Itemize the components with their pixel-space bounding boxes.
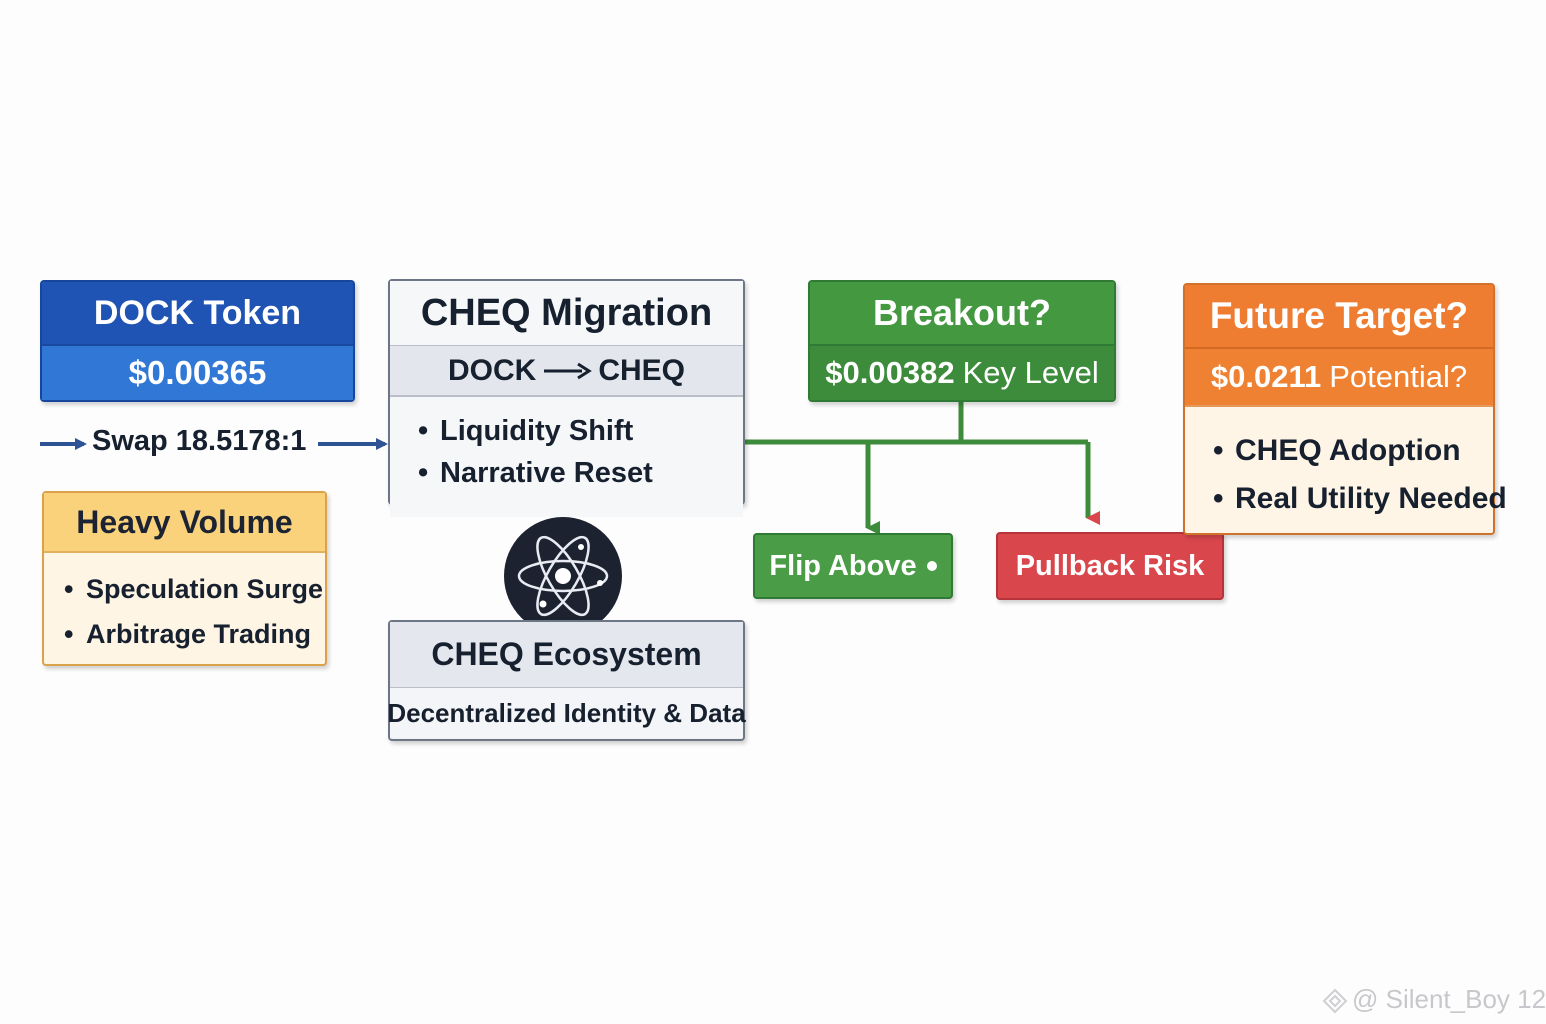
heavy-volume-list: Speculation Surge Arbitrage Trading xyxy=(44,553,325,657)
pullback-risk-label: Pullback Risk xyxy=(1015,549,1205,582)
migration-direction: DOCK CHEQ xyxy=(390,345,743,397)
flip-above-row: Flip Above xyxy=(755,535,951,597)
cheq-ecosystem-card: CHEQ Ecosystem Decentralized Identity & … xyxy=(387,620,746,741)
list-item: CHEQ Adoption xyxy=(1213,427,1493,475)
list-item: Arbitrage Trading xyxy=(64,612,325,657)
future-target-level: $0.0211 Potential? xyxy=(1185,347,1493,405)
breakout-title: Breakout? xyxy=(810,282,1114,344)
heavy-volume-card: Heavy Volume Speculation Surge Arbitrage… xyxy=(42,491,327,666)
breakout-price: $0.00382 xyxy=(825,355,955,390)
breakout-price-suffix: Key Level xyxy=(962,355,1099,390)
migration-list: Liquidity Shift Narrative Reset xyxy=(390,397,743,517)
dock-token-title: DOCK Token xyxy=(42,282,353,344)
breakout-connector xyxy=(745,402,1088,520)
list-item: Narrative Reset xyxy=(418,452,743,494)
list-item: Speculation Surge xyxy=(64,567,325,612)
dot-icon xyxy=(926,561,937,571)
heavy-volume-title: Heavy Volume xyxy=(44,493,325,553)
watermark-logo-icon xyxy=(1322,988,1348,1014)
list-item: Liquidity Shift xyxy=(418,410,743,452)
dock-token-card: DOCK Token $0.00365 xyxy=(40,280,355,402)
arrow-right-icon xyxy=(544,362,593,379)
cheq-ecosystem-subtitle: Decentralized Identity & Data xyxy=(387,688,746,738)
future-target-price-suffix: Potential? xyxy=(1329,359,1468,394)
future-target-title: Future Target? xyxy=(1185,285,1493,347)
breakout-card: Breakout? $0.00382 Key Level xyxy=(808,280,1116,402)
list-item: Real Utility Needed xyxy=(1213,475,1507,523)
pullback-risk-card: Pullback Risk xyxy=(996,532,1224,600)
atom-icon xyxy=(504,517,622,635)
cheq-ecosystem-title: CHEQ Ecosystem xyxy=(390,622,743,688)
breakout-level: $0.00382 Key Level xyxy=(810,344,1114,400)
future-target-price: $0.0211 xyxy=(1210,359,1322,394)
flip-above-label: Flip Above xyxy=(769,549,917,582)
migration-to: CHEQ xyxy=(598,353,686,387)
flip-above-card: Flip Above xyxy=(753,533,953,599)
watermark-text: @ Silent_Boy 12 xyxy=(1352,984,1546,1014)
cheq-migration-card: CHEQ Migration DOCK CHEQ Liquidity Shift… xyxy=(388,279,745,517)
cheq-migration-title: CHEQ Migration xyxy=(390,281,743,345)
future-target-list: CHEQ Adoption Real Utility Needed xyxy=(1185,405,1507,523)
future-target-card: Future Target? $0.0211 Potential? CHEQ A… xyxy=(1183,283,1507,535)
migration-from: DOCK xyxy=(447,353,537,387)
swap-ratio-label: Swap 18.5178:1 xyxy=(92,425,307,457)
dock-token-price: $0.00365 xyxy=(42,344,353,400)
watermark: @ Silent_Boy 12 xyxy=(1322,984,1546,1015)
